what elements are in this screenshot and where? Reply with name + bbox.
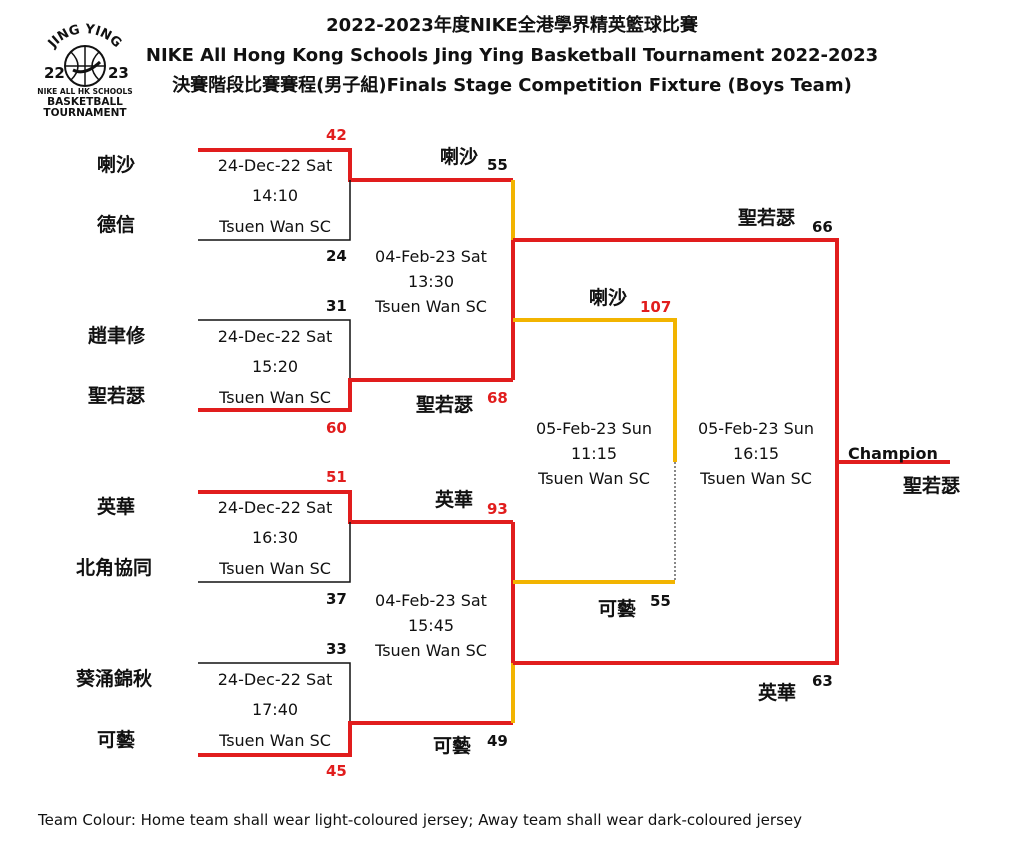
champion-team: 聖若瑟 xyxy=(903,475,961,497)
r1m3-home-team: 英華 xyxy=(97,496,136,518)
semi-away-team: 可藝 xyxy=(598,598,637,620)
r2m1-home-score: 55 xyxy=(487,156,508,174)
r1m4-loser-line xyxy=(198,662,351,723)
semi-date: 05-Feb-23 Sun xyxy=(535,419,653,438)
r1m4-winner-line xyxy=(198,721,513,757)
r2m1-home-team: 喇沙 xyxy=(440,146,479,168)
final-away-score: 63 xyxy=(812,672,833,690)
semi-home-line xyxy=(513,318,677,462)
r1m1-home-team: 喇沙 xyxy=(97,154,136,176)
r2m2-home-score: 93 xyxy=(487,500,508,518)
r1m4-home-score: 33 xyxy=(326,640,347,658)
r1m2-away-team: 聖若瑟 xyxy=(88,385,146,407)
r1m3-venue: Tsuen Wan SC xyxy=(219,559,331,578)
semi-away-score: 55 xyxy=(650,592,671,610)
champion-label: Champion xyxy=(848,444,938,463)
r2m1-date: 04-Feb-23 Sat xyxy=(375,247,487,266)
r1m1-time: 14:10 xyxy=(251,186,299,205)
svg-text:23: 23 xyxy=(108,64,129,82)
r1m1-venue: Tsuen Wan SC xyxy=(219,217,331,236)
r2m1-time: 13:30 xyxy=(407,272,455,291)
team-colour-note: Team Colour: Home team shall wear light-… xyxy=(38,811,802,829)
semi-home-team: 喇沙 xyxy=(589,287,628,309)
r1m2-winner-line xyxy=(198,378,513,412)
final-home-line xyxy=(513,238,839,462)
r2m2-date: 04-Feb-23 Sat xyxy=(375,591,487,610)
final-home-score: 66 xyxy=(812,218,833,236)
semi-time: 11:15 xyxy=(570,444,618,463)
svg-text:BASKETBALL: BASKETBALL xyxy=(47,96,123,108)
r1m1-away-team: 德信 xyxy=(97,214,136,236)
r1m2-home-team: 趙聿修 xyxy=(88,325,146,347)
final-venue: Tsuen Wan SC xyxy=(700,469,812,488)
r2m1-venue: Tsuen Wan SC xyxy=(375,297,487,316)
r1m2-loser-line xyxy=(198,319,351,380)
r1m1-winner-line xyxy=(198,148,513,182)
r1m4-time: 17:40 xyxy=(251,700,299,719)
r2m2-venue: Tsuen Wan SC xyxy=(375,641,487,660)
r1m2-away-score: 60 xyxy=(326,419,347,437)
r1m2-time: 15:20 xyxy=(251,357,299,376)
r1m1-away-score: 24 xyxy=(326,247,347,265)
semi-home-score: 107 xyxy=(640,298,672,316)
tournament-logo: JING YING 22 23 NIKE ALL HK SCHOOLS BASK… xyxy=(30,18,140,123)
r1m3-home-score: 51 xyxy=(326,468,347,486)
r1m3-date: 24-Dec-22 Sat xyxy=(217,498,333,517)
r1m3-winner-line xyxy=(198,490,513,524)
r1m3-away-team: 北角協同 xyxy=(76,557,153,579)
r1m2-home-score: 31 xyxy=(326,297,347,315)
r2m2-away-score: 49 xyxy=(487,732,508,750)
r2m1-away-team: 聖若瑟 xyxy=(416,394,474,416)
semi-venue: Tsuen Wan SC xyxy=(538,469,650,488)
swoosh-icon xyxy=(72,60,102,74)
r1m4-venue: Tsuen Wan SC xyxy=(219,731,331,750)
r1m4-home-team: 葵涌錦秋 xyxy=(76,668,153,690)
r1m3-away-score: 37 xyxy=(326,590,347,608)
svg-text:NIKE ALL HK SCHOOLS: NIKE ALL HK SCHOOLS xyxy=(37,87,132,96)
title-english: NIKE All Hong Kong Schools Jing Ying Bas… xyxy=(145,45,879,66)
final-time: 16:15 xyxy=(732,444,780,463)
r2m2-time: 15:45 xyxy=(407,616,455,635)
subtitle: 決賽階段比賽賽程(男子組)Finals Stage Competition Fi… xyxy=(172,75,852,96)
r1m2-venue: Tsuen Wan SC xyxy=(219,388,331,407)
r2m2-home-team: 英華 xyxy=(435,489,474,511)
r1m4-away-team: 可藝 xyxy=(97,729,136,751)
final-away-team: 英華 xyxy=(758,682,797,704)
r1m1-home-score: 42 xyxy=(326,126,347,144)
r1m4-date: 24-Dec-22 Sat xyxy=(217,670,333,689)
r1m1-loser-line xyxy=(198,180,351,241)
svg-text:TOURNAMENT: TOURNAMENT xyxy=(43,107,127,119)
title-chinese: 2022-2023年度NIKE全港學界精英籃球比賽 xyxy=(326,15,698,36)
r1m3-loser-line xyxy=(198,522,351,583)
r2m1-away-score: 68 xyxy=(487,389,508,407)
r1m1-date: 24-Dec-22 Sat xyxy=(217,156,333,175)
final-home-team: 聖若瑟 xyxy=(738,207,796,229)
r1m4-away-score: 45 xyxy=(326,762,347,780)
r1m3-time: 16:30 xyxy=(251,528,299,547)
r1m2-date: 24-Dec-22 Sat xyxy=(217,327,333,346)
r2m2-away-team: 可藝 xyxy=(433,735,472,757)
final-away-line xyxy=(513,462,839,665)
final-date: 05-Feb-23 Sun xyxy=(697,419,815,438)
svg-text:22: 22 xyxy=(44,64,65,82)
